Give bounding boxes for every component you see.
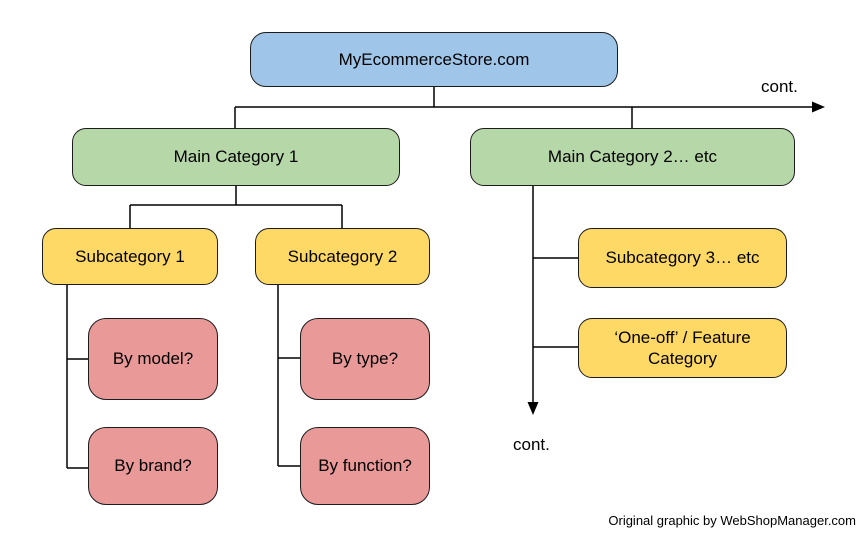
arrowhead-down-icon (527, 402, 539, 415)
node-main-category-1: Main Category 1 (72, 128, 400, 186)
arrowhead-right-icon (812, 101, 825, 113)
node-subcategory-1: Subcategory 1 (42, 228, 218, 285)
attribution-text: Original graphic by WebShopManager.com (608, 513, 856, 528)
node-subcategory-2: Subcategory 2 (255, 228, 430, 285)
node-one-off-feature-category: ‘One-off’ / Feature Category (578, 318, 787, 378)
node-by-brand: By brand? (88, 427, 218, 505)
node-by-type: By type? (300, 318, 430, 400)
node-root: MyEcommerceStore.com (250, 32, 618, 87)
node-subcategory-3: Subcategory 3… etc (578, 228, 787, 288)
node-by-model: By model? (88, 318, 218, 400)
continuation-label-top-right: cont. (761, 77, 798, 96)
node-by-function: By function? (300, 427, 430, 505)
node-main-category-2: Main Category 2… etc (470, 128, 795, 186)
continuation-label-bottom: cont. (513, 435, 550, 454)
